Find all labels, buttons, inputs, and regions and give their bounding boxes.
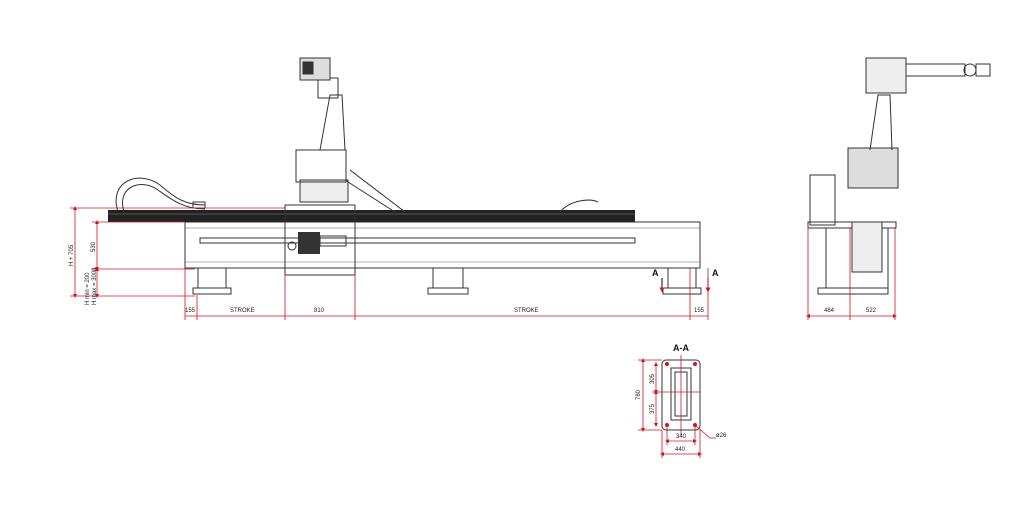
section-title: A-A: [673, 343, 689, 353]
side-view: 484 522: [806, 57, 991, 320]
section-marker-left: A: [652, 268, 659, 278]
dim-stroke-right: STROKE: [514, 308, 539, 314]
dim-section-height: 780: [636, 389, 642, 400]
cable-carrier: [115, 177, 206, 213]
dim-beam-height: 530: [91, 241, 97, 252]
dim-stroke-left: STROKE: [230, 308, 255, 314]
dim-section-lower: 375: [650, 403, 656, 414]
dim-section-outer-width: 440: [675, 447, 686, 453]
dim-carriage: 810: [314, 308, 325, 314]
dim-side-right: 522: [866, 308, 877, 314]
dim-left-margin: 155: [185, 308, 196, 314]
dim-right-margin: 155: [694, 308, 705, 314]
dim-side-left: 484: [824, 308, 835, 314]
front-view: A A: [108, 57, 719, 295]
carriage-plate: [284, 204, 356, 276]
dim-h-max: H max = 3000: [92, 267, 98, 305]
front-dimensions: 155 STROKE 810 STROKE 155 H + 705 530 H …: [69, 206, 709, 320]
section-a-a: A-A 780 305 375 340 440 ø26: [636, 343, 727, 458]
support-legs: [192, 267, 702, 295]
robot-arm: [295, 57, 599, 213]
dim-h-min: H min = 200: [85, 272, 91, 305]
dim-total-height: H + 705: [69, 244, 75, 266]
motor: [298, 232, 320, 254]
top-rail: [108, 210, 635, 222]
dim-section-inner-width: 340: [676, 434, 687, 440]
dim-hole-diameter: ø26: [716, 433, 727, 439]
dim-section-upper: 305: [650, 373, 656, 384]
section-marker-right: A: [712, 268, 719, 278]
rack: [199, 237, 636, 244]
main-beam: [184, 221, 701, 269]
